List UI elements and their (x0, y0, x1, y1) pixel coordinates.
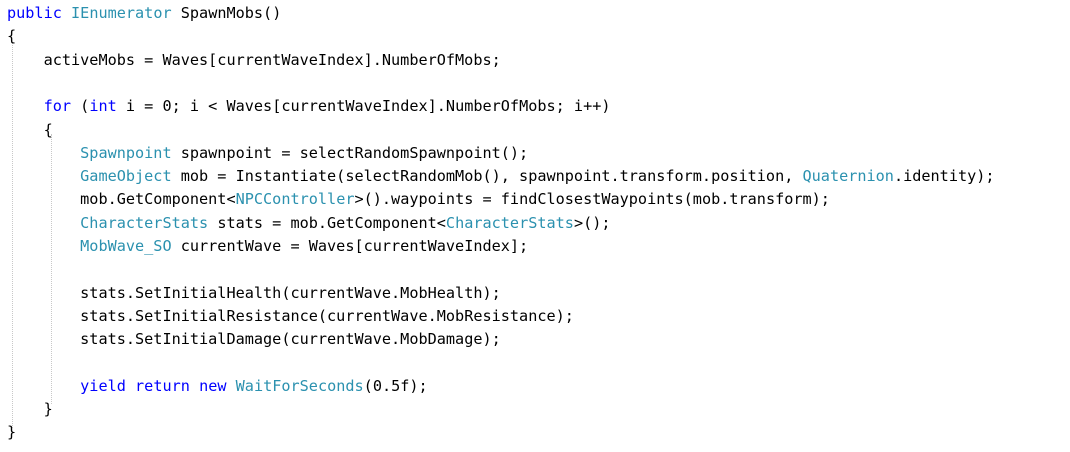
code-line[interactable]: activeMobs = Waves[currentWaveIndex].Num… (7, 49, 501, 72)
code-indent (7, 167, 80, 185)
code-type-name: Spawnpoint (80, 143, 172, 162)
code-line[interactable]: Spawnpoint spawnpoint = selectRandomSpaw… (7, 142, 528, 165)
code-type-name: CharacterStats (445, 213, 574, 232)
code-text: currentWave = Waves[currentWaveIndex]; (171, 237, 529, 255)
code-indent (7, 284, 80, 302)
code-text: ( (71, 97, 90, 116)
code-line[interactable]: MobWave_SO currentWave = Waves[currentWa… (7, 235, 528, 258)
code-text: { (43, 120, 53, 139)
code-line[interactable]: stats.SetInitialDamage(currentWave.MobDa… (7, 328, 501, 351)
code-indent (7, 237, 80, 255)
code-text: } (43, 400, 53, 419)
code-line[interactable]: { (7, 25, 16, 48)
code-type-name: IEnumerator (71, 4, 172, 22)
code-indent (7, 97, 44, 115)
code-text: mob.GetComponent< (80, 190, 236, 209)
code-text: mob = Instantiate(selectRandomMob(), spa… (171, 167, 803, 186)
code-text: stats.SetInitialHealth(currentWave.MobHe… (80, 283, 501, 302)
code-text: stats.SetInitialDamage(currentWave.MobDa… (80, 330, 501, 349)
indent-guide-for (51, 134, 52, 404)
code-indent (7, 144, 80, 162)
code-indent (7, 121, 44, 139)
code-indent (7, 51, 44, 69)
code-text: stats = mob.GetComponent< (208, 213, 446, 232)
code-line[interactable]: for (int i = 0; i < Waves[currentWaveInd… (7, 95, 611, 118)
code-type-name: CharacterStats (80, 213, 209, 232)
code-line[interactable]: } (7, 421, 16, 444)
code-type-name: WaitForSeconds (235, 376, 364, 395)
code-keyword: public (7, 4, 62, 22)
code-keyword: return (135, 376, 190, 395)
code-type-name: MobWave_SO (80, 237, 172, 255)
code-text: stats.SetInitialResistance(currentWave.M… (80, 306, 574, 325)
code-text: >(); (573, 213, 611, 232)
code-line[interactable]: yield return new WaitForSeconds(0.5f); (7, 375, 428, 398)
code-line[interactable]: stats.SetInitialHealth(currentWave.MobHe… (7, 282, 501, 305)
code-indent (7, 190, 80, 208)
code-keyword: for (43, 97, 72, 116)
indent-guide-method (12, 42, 13, 428)
code-text: (0.5f); (363, 376, 428, 395)
code-text (190, 377, 199, 395)
code-text: >().waypoints = findClosestWaypoints(mob… (354, 190, 830, 209)
code-indent (7, 214, 80, 232)
code-text: spawnpoint = selectRandomSpawnpoint(); (171, 143, 529, 162)
code-type-name: GameObject (80, 167, 172, 186)
code-text: } (7, 423, 17, 442)
code-type-name: Quaternion (802, 167, 894, 186)
code-keyword: new (199, 376, 227, 395)
code-line[interactable]: public IEnumerator SpawnMobs() (7, 2, 281, 25)
code-indent (7, 400, 44, 418)
code-text: activeMobs = Waves[currentWaveIndex].Num… (43, 50, 501, 69)
code-line[interactable]: stats.SetInitialResistance(currentWave.M… (7, 305, 574, 328)
code-indent (7, 330, 80, 348)
code-text (62, 4, 71, 22)
code-line[interactable]: GameObject mob = Instantiate(selectRando… (7, 165, 995, 188)
code-text: SpawnMobs() (171, 4, 282, 22)
code-text: .identity); (893, 167, 995, 186)
code-line[interactable]: mob.GetComponent<NPCController>().waypoi… (7, 188, 830, 211)
code-text: { (7, 27, 17, 46)
code-line[interactable]: CharacterStats stats = mob.GetComponent<… (7, 212, 611, 235)
code-line[interactable]: { (7, 119, 53, 142)
code-type-name: NPCController (235, 190, 355, 209)
code-text: i = 0; i < Waves[currentWaveIndex].Numbe… (116, 97, 611, 116)
code-keyword: yield (80, 376, 126, 395)
code-text (227, 377, 236, 395)
code-indent (7, 377, 80, 395)
code-text (126, 377, 135, 395)
code-indent (7, 307, 80, 325)
code-line[interactable]: } (7, 398, 53, 421)
code-keyword: int (89, 97, 117, 116)
